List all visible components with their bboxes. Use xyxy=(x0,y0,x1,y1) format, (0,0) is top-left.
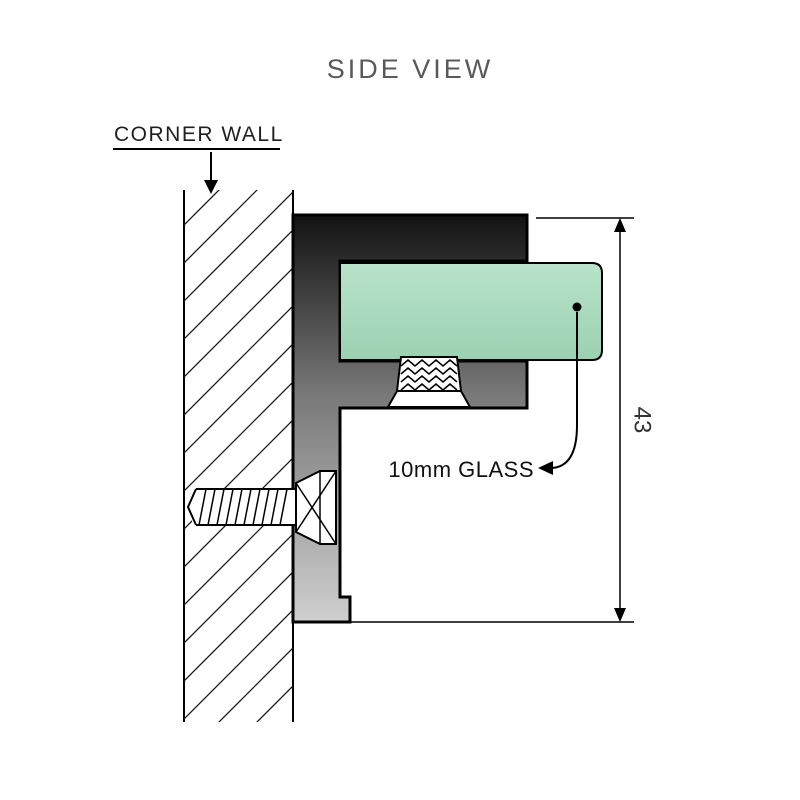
glass-panel xyxy=(339,262,603,361)
wall-screw-head xyxy=(295,470,337,545)
grub-screw xyxy=(386,356,472,408)
wall-screw xyxy=(186,470,337,545)
glass-callout: 10mm GLASS xyxy=(388,302,582,482)
dimension-arrow-down xyxy=(614,608,626,622)
wall-section xyxy=(183,190,294,722)
glass-leader-dot xyxy=(572,302,582,312)
glass-leader-arrowhead xyxy=(538,461,553,475)
dimension-43: 43 xyxy=(350,217,656,623)
corner-wall-arrow xyxy=(204,152,218,194)
page-title: SIDE VIEW xyxy=(327,54,494,84)
wall-hatching xyxy=(184,190,293,722)
dimension-arrow-up xyxy=(614,218,626,232)
glass-leader-line xyxy=(549,312,578,469)
glass-label: 10mm GLASS xyxy=(388,457,534,482)
dimension-label: 43 xyxy=(629,407,656,434)
wall-screw-threads xyxy=(198,488,288,526)
corner-wall-label: CORNER WALL xyxy=(114,123,284,146)
